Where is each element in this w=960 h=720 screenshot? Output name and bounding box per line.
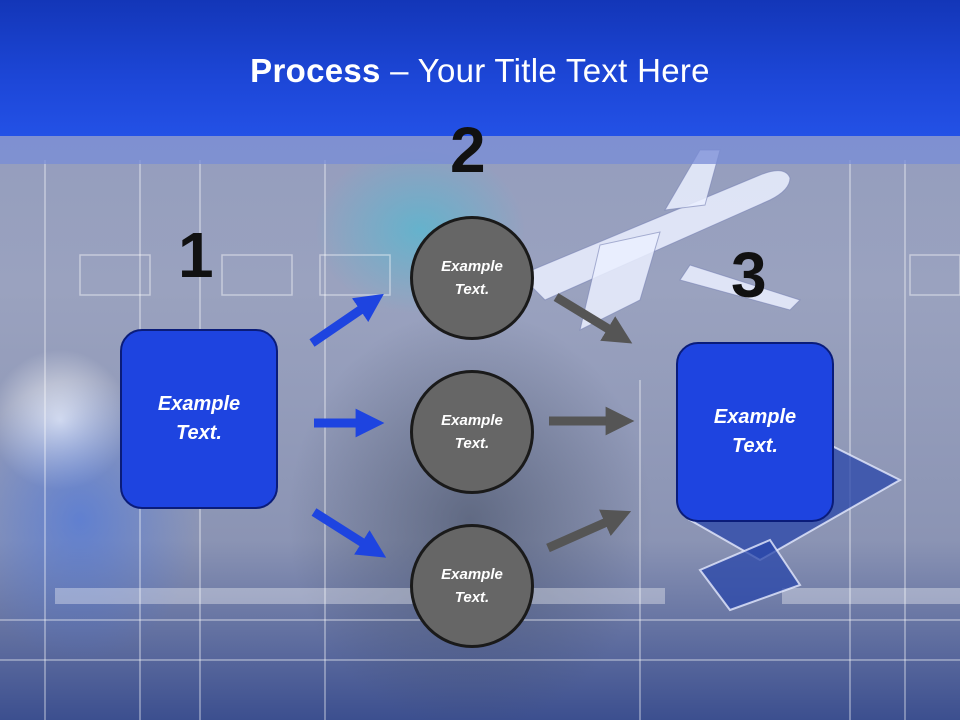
right-box-line1: Example [713, 406, 797, 428]
circle-bottom-line1: Example [441, 566, 503, 583]
step-number-3: 3 [731, 239, 767, 311]
process-circle-bottom: Example Text. [410, 524, 534, 648]
left-process-box: Example Text. [120, 329, 278, 509]
right-box-line2: Text. [732, 435, 778, 457]
left-box-line2: Text. [176, 422, 222, 444]
step-number-1: 1 [178, 219, 214, 291]
left-box-line1: Example [157, 393, 241, 415]
circle-bottom-line2: Text. [454, 589, 490, 606]
arrow-top-to-right [553, 293, 633, 344]
title-bold: Process [250, 52, 381, 89]
title-bar [0, 0, 960, 136]
title-rest: – Your Title Text Here [380, 52, 710, 89]
arrow-bottom-to-right [546, 509, 632, 553]
circle-middle-line1: Example [441, 412, 503, 429]
step-number-2: 2 [450, 114, 486, 186]
arrow-left-to-top [309, 293, 384, 347]
circle-top-line2: Text. [454, 281, 490, 298]
circle-middle-line2: Text. [454, 435, 490, 452]
process-circle-middle: Example Text. [410, 370, 534, 494]
right-process-box: Example Text. [676, 342, 834, 522]
circle-top-line1: Example [441, 258, 503, 275]
header-band [0, 136, 960, 164]
arrow-left-to-bottom [311, 508, 387, 558]
page-title: Process – Your Title Text Here [0, 52, 960, 90]
process-circle-top: Example Text. [410, 216, 534, 340]
